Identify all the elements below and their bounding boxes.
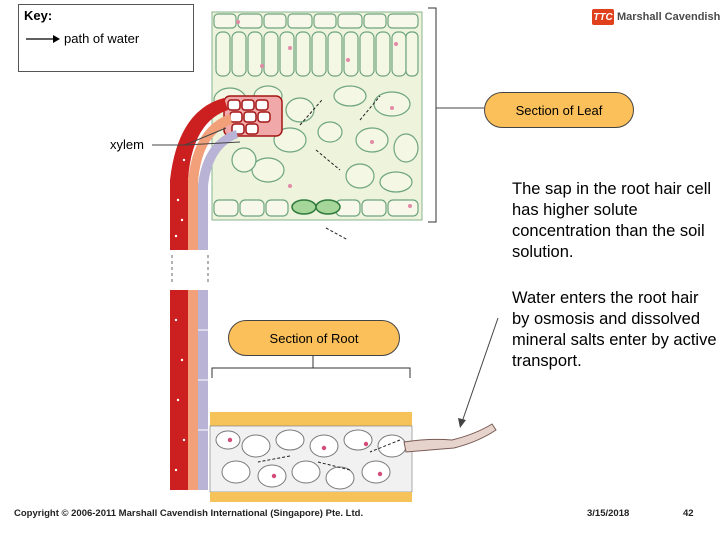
publisher-logo: TTC Marshall Cavendish [592, 7, 720, 27]
copyright-footer: Copyright © 2006-2011 Marshall Cavendish… [14, 508, 364, 519]
page-number: 42 [683, 508, 694, 519]
root-hair [403, 423, 497, 453]
logo-mark: TTC [592, 9, 614, 25]
leaf-bracket [428, 7, 437, 223]
key-box [18, 4, 194, 72]
vascular-bundle [223, 95, 283, 137]
guard-cells [291, 199, 341, 215]
xylem-label: xylem [110, 137, 144, 152]
root-bracket [211, 354, 411, 378]
osmosis-explanation-text: Water enters the root hair by osmosis an… [512, 289, 717, 370]
section-leaf-label: Section of Leaf [484, 92, 634, 128]
path-arrow-icon [26, 35, 60, 43]
root-section [209, 412, 413, 502]
sap-explanation-text: The sap in the root hair cell has higher… [512, 180, 712, 261]
stem-upper [170, 98, 238, 250]
stem-lower [170, 290, 208, 490]
key-title: Key: [24, 8, 53, 23]
key-path-label: path of water [64, 31, 140, 46]
logo-text: Marshall Cavendish [617, 11, 720, 23]
footer-date: 3/15/2018 [587, 508, 630, 519]
section-root-label: Section of Root [228, 320, 400, 356]
